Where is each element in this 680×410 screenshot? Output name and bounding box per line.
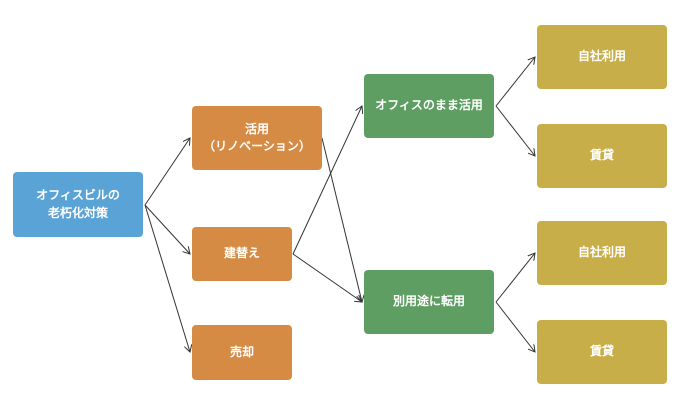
option-node-katsuyo: 活用 （リノベーション）	[192, 106, 322, 170]
arrow-root-to-katsuyo	[144, 138, 190, 206]
option-node-baikyaku: 売却	[192, 325, 292, 380]
method-node-office-as-is: オフィスのまま活用	[364, 74, 494, 138]
arrow-tenyo-to-chintai	[495, 301, 535, 352]
method-node-label: 別用途に転用	[392, 294, 465, 309]
method-node-label: オフィスのまま活用	[375, 98, 483, 113]
arrow-root-to-tatekae	[144, 204, 190, 254]
arrow-katsuyo-to-tenyo	[321, 137, 362, 302]
option-node-label: 建替え	[223, 246, 260, 261]
method-node-conversion: 別用途に転用	[364, 270, 494, 334]
outcome-node-label: 自社利用	[577, 49, 626, 64]
outcome-node-own-use: 自社利用	[537, 221, 667, 285]
option-node-label: 売却	[229, 344, 254, 359]
arrow-mama-to-jisha	[495, 57, 535, 107]
arrow-tatekae-to-tenyo	[292, 253, 362, 302]
option-node-label: 活用 （リノベーション）	[203, 121, 311, 153]
arrow-tatekae-to-mama	[292, 106, 362, 255]
outcome-node-label: 賃貸	[589, 148, 614, 163]
arrow-root-to-baikyaku	[144, 204, 190, 352]
arrow-tenyo-to-jisha	[495, 253, 535, 303]
outcome-node-label: 自社利用	[577, 245, 626, 260]
outcome-node-own-use: 自社利用	[537, 25, 667, 89]
option-node-tatekae: 建替え	[192, 227, 292, 281]
root-node-label: オフィスビルの 老朽化対策	[36, 188, 120, 220]
outcome-node-lease: 賃貸	[537, 124, 667, 188]
outcome-node-label: 賃貸	[589, 344, 614, 359]
arrow-mama-to-chintai	[495, 105, 535, 156]
outcome-node-lease: 賃貸	[537, 320, 667, 384]
root-node-aging-office-countermeasure: オフィスビルの 老朽化対策	[13, 172, 143, 237]
